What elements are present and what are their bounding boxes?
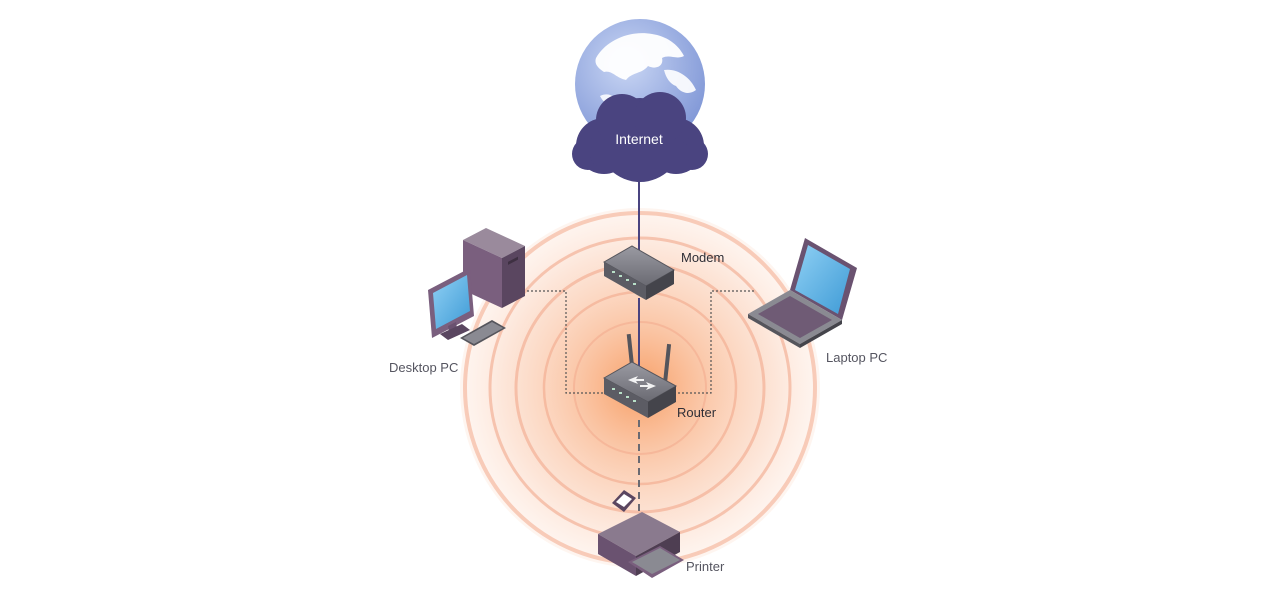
printer-label: Printer	[686, 559, 725, 574]
modem-label: Modem	[681, 250, 724, 265]
laptop-icon	[748, 238, 857, 348]
connection-desktop-router	[527, 290, 608, 394]
connection-laptop-router	[672, 290, 754, 394]
internet-node: Internet	[572, 19, 708, 182]
internet-label: Internet	[615, 131, 663, 147]
desktop-pc-icon	[428, 228, 525, 346]
desktop-label: Desktop PC	[389, 360, 458, 375]
printer-icon	[598, 490, 684, 578]
wireless-router-icon	[602, 333, 678, 418]
router-node: Router	[602, 333, 717, 420]
router-label: Router	[677, 405, 717, 420]
connections	[527, 180, 754, 530]
laptop-node: Laptop PC	[748, 238, 887, 365]
desktop-node: Desktop PC	[389, 228, 525, 375]
modem-node: Modem	[602, 245, 724, 300]
modem-icon	[602, 245, 676, 300]
printer-node: Printer	[598, 490, 725, 578]
laptop-label: Laptop PC	[826, 350, 887, 365]
globe-cloud-icon	[572, 19, 708, 182]
